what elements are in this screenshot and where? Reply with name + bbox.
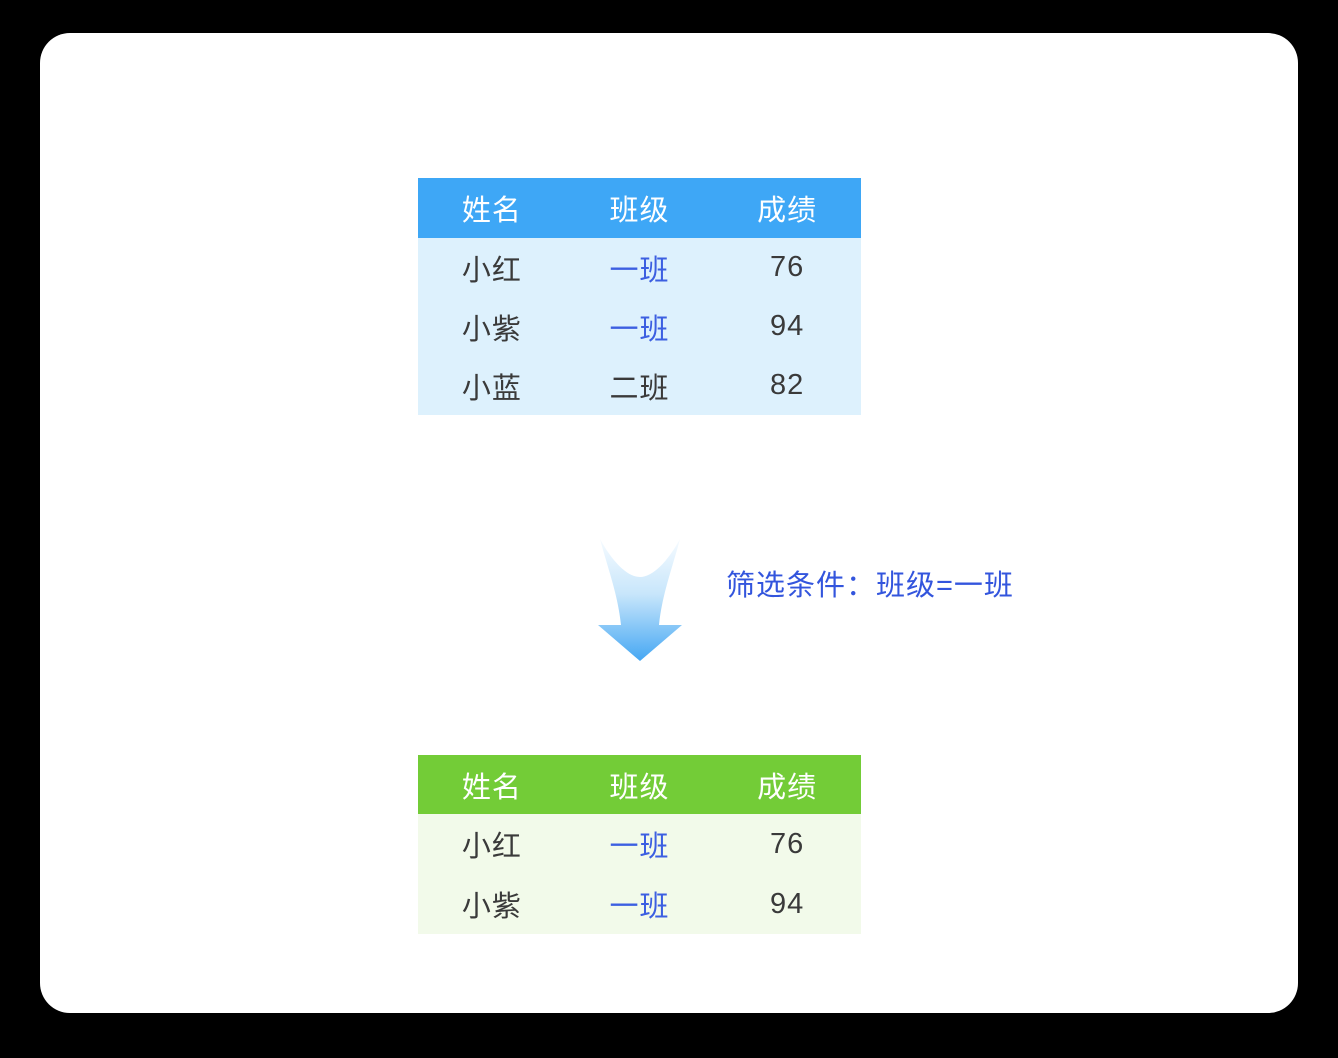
source-table: 姓名 班级 成绩 小红 一班 76 小紫 一班 94 小蓝 二班 82 xyxy=(418,178,861,415)
cell-class-highlighted: 一班 xyxy=(609,831,670,863)
down-arrow-icon xyxy=(596,537,684,663)
filtered-table-header: 姓名 班级 成绩 xyxy=(418,755,861,814)
cell-name: 小红 xyxy=(461,254,522,287)
table-row: 小红 一班 76 xyxy=(418,814,861,874)
cell-class: 二班 xyxy=(609,372,670,405)
cell-class-highlighted: 一班 xyxy=(609,254,670,287)
table-row: 小紫 一班 94 xyxy=(418,297,861,356)
cell-name: 小紫 xyxy=(461,891,522,923)
diagram-card: 姓名 班级 成绩 小红 一班 76 小紫 一班 94 小蓝 二班 82 xyxy=(40,33,1298,1013)
column-header-score: 成绩 xyxy=(757,771,818,804)
table-row: 小蓝 二班 82 xyxy=(418,356,861,415)
column-header-class: 班级 xyxy=(609,195,670,227)
column-header-name: 姓名 xyxy=(461,195,522,227)
cell-name: 小蓝 xyxy=(461,372,522,405)
table-row: 小红 一班 76 xyxy=(418,238,861,297)
cell-score: 76 xyxy=(770,827,805,860)
cell-score: 94 xyxy=(770,887,805,920)
cell-class-highlighted: 一班 xyxy=(609,891,670,923)
cell-score: 94 xyxy=(770,310,805,342)
cell-name: 小红 xyxy=(461,831,522,863)
column-header-name: 姓名 xyxy=(461,771,522,804)
column-header-score: 成绩 xyxy=(757,195,818,227)
cell-score: 76 xyxy=(770,251,805,283)
cell-name: 小紫 xyxy=(461,313,522,346)
column-header-class: 班级 xyxy=(609,771,670,804)
table-row: 小紫 一班 94 xyxy=(418,874,861,934)
cell-class-highlighted: 一班 xyxy=(609,313,670,346)
source-table-header: 姓名 班级 成绩 xyxy=(418,178,861,238)
filter-condition-label: 筛选条件：班级=一班 xyxy=(726,570,1014,602)
cell-score: 82 xyxy=(770,369,805,401)
filtered-table: 姓名 班级 成绩 小红 一班 76 小紫 一班 94 xyxy=(418,755,861,934)
